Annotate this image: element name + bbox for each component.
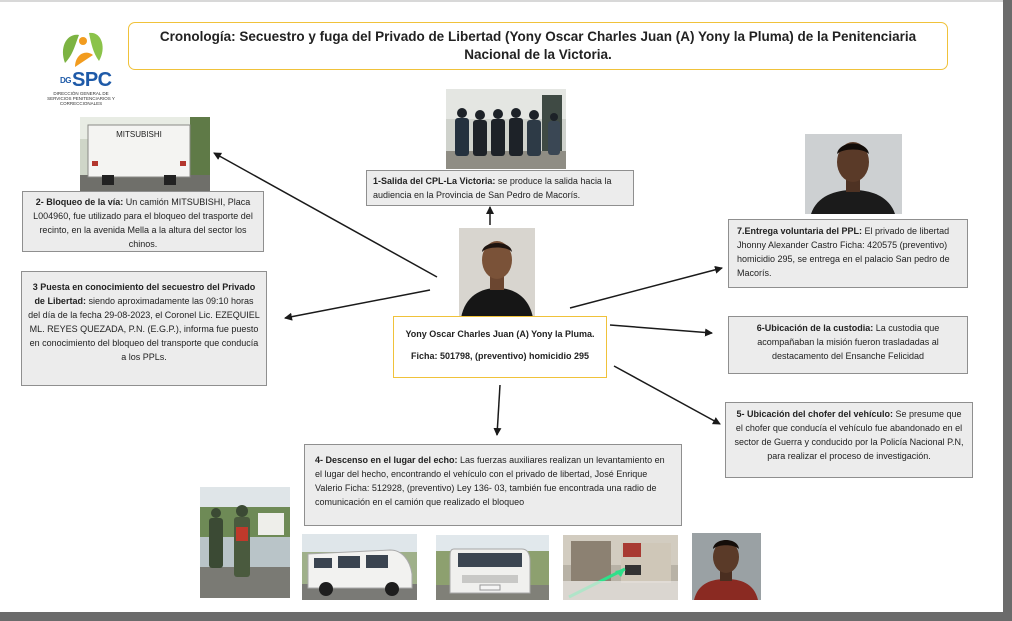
truck-photo: MITSUBISHI (80, 117, 210, 191)
arrow-to-chofer (613, 365, 721, 425)
scene-officers-photo (200, 487, 290, 598)
arrow-to-puesta (284, 289, 431, 321)
officers-group-photo (446, 89, 566, 169)
radio-evidence-photo (563, 535, 678, 600)
event-custodia-text: La custodia que acompañaban la misión fu… (757, 323, 940, 361)
arrow-to-entrega (569, 265, 723, 309)
event-descenso-text: Las fuerzas auxiliares realizan un levan… (315, 455, 665, 507)
event-salida: 1-Salida del CPL-La Victoria: se produce… (366, 170, 634, 206)
event-puesta-text: siendo aproximadamente las 09:10 horas d… (28, 296, 260, 362)
logo-prefix: DG (60, 76, 72, 86)
entrega-portrait-photo (805, 134, 902, 214)
event-puesta: 3 Puesta en conocimiento del secuestro d… (21, 271, 267, 386)
event-entrega: 7.Entrega voluntaria del PPL: El privado… (728, 219, 968, 288)
event-chofer: 5- Ubicación del chofer del vehículo: Se… (725, 402, 973, 478)
event-bloqueo-heading: 2- Bloqueo de la vía: (35, 197, 124, 207)
event-chofer-heading: 5- Ubicación del chofer del vehículo: (736, 409, 893, 419)
page-title: Cronología: Secuestro y fuga del Privado… (128, 22, 948, 70)
white-van-front-photo (436, 535, 549, 600)
center-portrait-photo (459, 228, 535, 318)
central-subject-ficha: Ficha: 501798, (preventivo) homicidio 29… (410, 351, 590, 361)
suspect-portrait-photo (692, 533, 761, 600)
event-bloqueo: 2- Bloqueo de la vía: Un camión MITSUBIS… (22, 191, 264, 252)
event-custodia: 6-Ubicación de la custodia: La custodia … (728, 316, 968, 374)
event-descenso: 4- Descenso en el lugar del echo: Las fu… (304, 444, 682, 526)
arrow-to-descenso (493, 384, 502, 436)
event-salida-text: se produce la salida hacia la audiencia … (373, 176, 612, 200)
event-entrega-text: El privado de libertad Jhonny Alexander … (737, 226, 950, 278)
event-bloqueo-text: Un camión MITSUBISHI, Placa L004960, fue… (33, 197, 253, 249)
white-van-side-photo (302, 534, 417, 600)
logo-letters-text: SPC (72, 69, 112, 91)
event-custodia-heading: 6-Ubicación de la custodia: (756, 323, 874, 333)
central-subject-name: Yony Oscar Charles Juan (A) Yony la Plum… (405, 329, 595, 339)
logo-letters: DGSPC (60, 69, 112, 92)
frame-right (1003, 0, 1012, 621)
arrow-to-bloqueo (213, 152, 438, 278)
central-subject-box: Yony Oscar Charles Juan (A) Yony la Plum… (393, 316, 607, 378)
logo-subtitle: DIRECCIÓN GENERAL DE SERVICIOS PENITENCI… (47, 91, 115, 106)
spc-logo-icon (62, 32, 103, 67)
event-puesta-heading: 3 Puesta en conocimiento del secuestro d… (32, 282, 256, 306)
event-chofer-text: Se presume que el chofer que conducía el… (734, 409, 964, 461)
event-entrega-heading: 7.Entrega voluntaria del PPL: (737, 226, 863, 236)
event-salida-heading: 1-Salida del CPL-La Victoria: (373, 176, 496, 186)
arrow-to-custodia (609, 324, 713, 337)
frame-top (0, 0, 1003, 2)
event-descenso-heading: 4- Descenso en el lugar del echo: (315, 455, 458, 465)
frame-bottom (0, 612, 1012, 621)
truck-label-text: MITSUBISHI (116, 130, 162, 139)
